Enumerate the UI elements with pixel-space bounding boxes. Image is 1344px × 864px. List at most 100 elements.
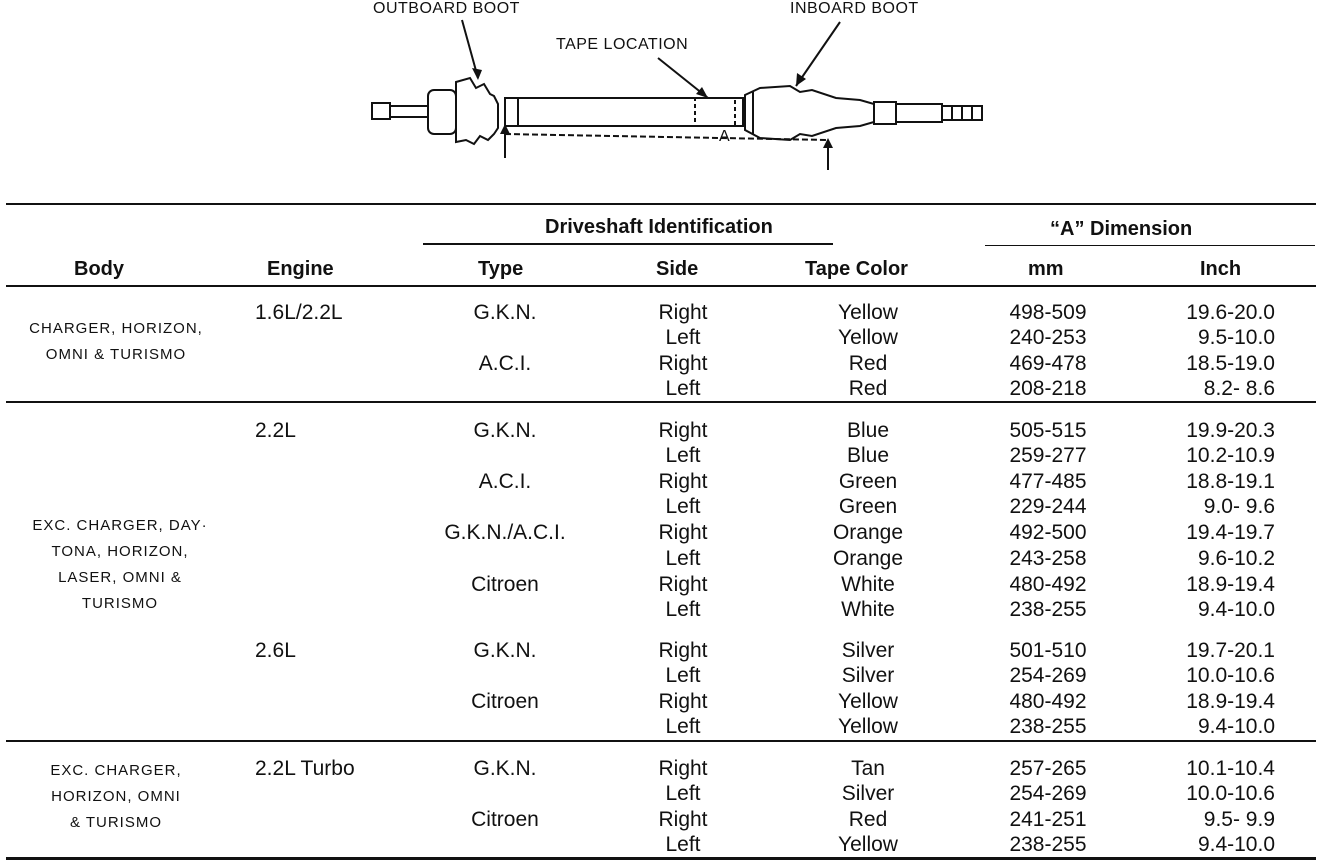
inch-cell: 10.0-10.6 <box>1186 782 1275 805</box>
mm-cell: 480-492 <box>1009 573 1087 596</box>
group-rule-2 <box>6 740 1316 742</box>
mm-cell: 259-277 <box>1009 444 1087 467</box>
inch-cell: 19.9-20.3 <box>1186 419 1275 442</box>
type-cell: Citroen <box>471 573 539 596</box>
type-cell: A.C.I. <box>478 470 532 493</box>
dimension-a-marker: A <box>719 128 730 145</box>
inch-cell: 9.4-10.0 <box>1197 833 1275 856</box>
inch-cell: 9.4-10.0 <box>1197 598 1275 621</box>
tape-color-cell: Blue <box>846 444 890 467</box>
inch-cell: 10.0-10.6 <box>1186 664 1275 687</box>
inch-cell: 9.6-10.2 <box>1197 547 1275 570</box>
tape-color-cell: Yellow <box>838 690 898 713</box>
tape-color-cell: Yellow <box>838 833 898 856</box>
side-cell: Right <box>658 573 708 596</box>
side-cell: Left <box>665 598 701 621</box>
inch-cell: 8.2- 8.6 <box>1203 377 1275 400</box>
col-header-tape-color: Tape Color <box>805 258 908 280</box>
tape-color-cell: Yellow <box>838 326 898 349</box>
inch-cell: 19.4-19.7 <box>1186 521 1275 544</box>
tape-color-cell: Yellow <box>838 301 898 324</box>
col-header-body: Body <box>74 258 124 280</box>
table-top-rule <box>6 203 1316 205</box>
mm-cell: 243-258 <box>1009 547 1087 570</box>
side-cell: Left <box>665 833 701 856</box>
side-cell: Right <box>658 301 708 324</box>
inch-cell: 18.8-19.1 <box>1186 470 1275 493</box>
body-label-group-2: EXC. CHARGER, DAY· TONA, HORIZON, LASER,… <box>6 513 234 617</box>
mm-cell: 498-509 <box>1009 301 1087 324</box>
tape-color-cell: Red <box>848 808 888 831</box>
tape-color-cell: Green <box>838 495 898 518</box>
engine-cell: 2.2L Turbo <box>255 757 355 780</box>
col-header-type: Type <box>478 258 524 280</box>
type-cell: G.K.N. <box>473 639 537 662</box>
tape-color-cell: Orange <box>832 521 904 544</box>
tape-band <box>694 97 736 127</box>
shaft <box>504 97 744 127</box>
inch-cell: 10.1-10.4 <box>1186 757 1275 780</box>
col-header-side: Side <box>656 258 699 280</box>
outboard-boot-label: OUTBOARD BOOT <box>373 0 520 17</box>
mm-cell: 208-218 <box>1009 377 1087 400</box>
mm-cell: 238-255 <box>1009 833 1087 856</box>
side-cell: Left <box>665 782 701 805</box>
body-label-line: OMNI & TURISMO <box>45 346 187 363</box>
col-header-mm: mm <box>1028 258 1064 280</box>
engine-cell: 2.6L <box>255 639 296 662</box>
body-label-line: EXC. CHARGER, DAY· <box>32 517 208 534</box>
side-cell: Left <box>665 715 701 738</box>
mm-cell: 477-485 <box>1009 470 1087 493</box>
mm-cell: 238-255 <box>1009 715 1087 738</box>
body-label-line: EXC. CHARGER, <box>50 762 182 779</box>
group-rule-1 <box>6 401 1316 403</box>
body-label-line: TURISMO <box>81 595 159 612</box>
body-label-line: CHARGER, HORIZON, <box>29 320 203 337</box>
col-header-engine: Engine <box>267 258 334 280</box>
engine-cell: 2.2L <box>255 419 296 442</box>
side-cell: Left <box>665 326 701 349</box>
inch-cell: 18.9-19.4 <box>1186 690 1275 713</box>
inboard-boot-shape <box>744 84 875 142</box>
tape-color-cell: Green <box>838 470 898 493</box>
type-cell: A.C.I. <box>478 352 532 375</box>
mm-cell: 240-253 <box>1009 326 1087 349</box>
body-label-group-3: EXC. CHARGER, HORIZON, OMNI & TURISMO <box>6 758 226 836</box>
inboard-boot-label: INBOARD BOOT <box>790 0 919 17</box>
side-cell: Right <box>658 690 708 713</box>
tape-color-cell: Silver <box>841 782 895 805</box>
body-label-line: HORIZON, OMNI <box>51 788 181 805</box>
inch-cell: 9.4-10.0 <box>1197 715 1275 738</box>
type-cell: Citroen <box>471 690 539 713</box>
mm-cell: 238-255 <box>1009 598 1087 621</box>
side-cell: Right <box>658 808 708 831</box>
side-cell: Right <box>658 470 708 493</box>
a-dimension-header: “A” Dimension <box>1050 218 1193 240</box>
mm-cell: 501-510 <box>1009 639 1087 662</box>
table-row: A.C.I. Right Green 477-485 18.8-19.1 <box>0 470 1344 496</box>
mm-cell: 492-500 <box>1009 521 1087 544</box>
body-label-line: & TURISMO <box>69 814 163 831</box>
type-cell: G.K.N. <box>473 419 537 442</box>
side-cell: Right <box>658 757 708 780</box>
inch-cell: 9.5- 9.9 <box>1203 808 1275 831</box>
side-cell: Right <box>658 639 708 662</box>
inch-cell: 18.9-19.4 <box>1186 573 1275 596</box>
side-cell: Left <box>665 547 701 570</box>
body-label-group-1: CHARGER, HORIZON, OMNI & TURISMO <box>6 316 226 368</box>
driveshaft-drawing <box>371 19 983 170</box>
